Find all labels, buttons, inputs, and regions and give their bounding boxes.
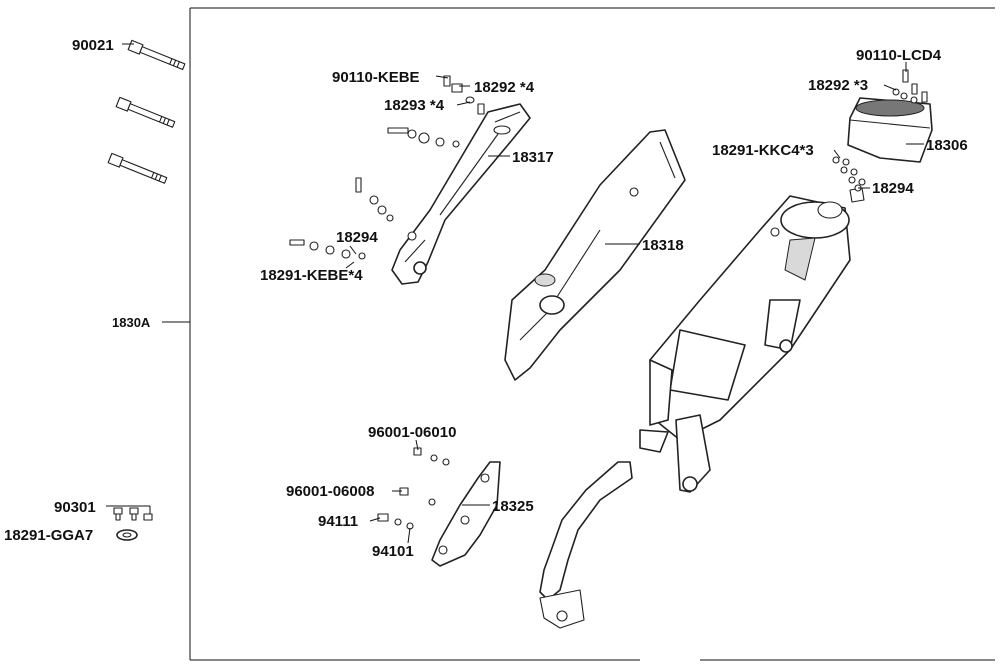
- label-90110-kebe: 90110-KEBE: [332, 69, 420, 86]
- hardware-18317: [289, 75, 485, 260]
- label-18306: 18306: [926, 137, 968, 154]
- assembly-frame: [162, 7, 995, 661]
- label-18292-x4: 18292 *4: [474, 79, 535, 96]
- hardware-18325: [377, 447, 450, 530]
- heat-shield-18317: [391, 103, 531, 285]
- heat-shield-18318: [504, 129, 686, 381]
- label-18318: 18318: [642, 237, 684, 254]
- hardware-18306: [832, 69, 928, 192]
- label-18291-kebe-x4: 18291-KEBE*4: [260, 267, 363, 284]
- label-94111: 94111: [318, 513, 358, 530]
- label-18292-x3: 18292 *3: [808, 77, 868, 94]
- label-96001-06010: 96001-06010: [368, 424, 456, 441]
- leader-lines: [122, 43, 924, 544]
- label-94101: 94101: [372, 543, 414, 560]
- label-18294-right: 18294: [872, 180, 914, 197]
- label-18317: 18317: [512, 149, 554, 166]
- label-18293-x4: 18293 *4: [384, 97, 445, 114]
- label-18291-gga7: 18291-GGA7: [4, 527, 93, 544]
- screw-set-90301: [106, 505, 153, 541]
- label-90021: 90021: [72, 37, 114, 54]
- label-18291-kkc4-x3: 18291-KKC4*3: [712, 142, 814, 159]
- label-18325: 18325: [492, 498, 534, 515]
- heat-guard-18325: [431, 461, 501, 567]
- label-90301: 90301: [54, 499, 96, 516]
- label-90110-lcd4: 90110-LCD4: [856, 47, 942, 64]
- label-96001-06008: 96001-06008: [286, 483, 374, 500]
- exhaust-pipe: [539, 461, 633, 629]
- long-bolt-group: [107, 39, 186, 184]
- label-1830a: 1830A: [112, 315, 151, 330]
- label-18294-left: 18294: [336, 229, 378, 246]
- end-cap-18306: [847, 97, 933, 163]
- muffler-body: [639, 187, 865, 493]
